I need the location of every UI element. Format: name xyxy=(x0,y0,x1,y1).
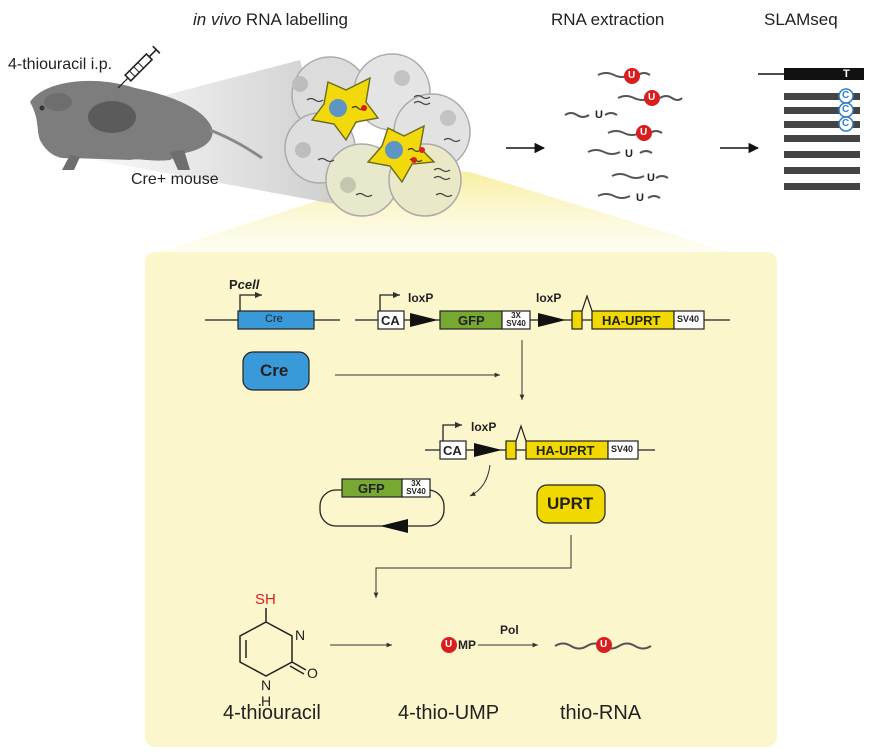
loxp-site-2 xyxy=(538,313,566,327)
sv40-label-recombined: SV40 xyxy=(611,444,634,454)
mouse-label: Cre+ mouse xyxy=(131,171,219,188)
c-label-2: C xyxy=(842,104,850,115)
ring-nh-h-label: H xyxy=(261,693,272,709)
u-label-plain-2: U xyxy=(625,148,633,160)
c-label-3: C xyxy=(842,118,850,129)
gfp-label: GFP xyxy=(458,313,485,328)
u-label-plain-1: U xyxy=(595,109,603,121)
ring-o-label: O xyxy=(307,665,318,681)
intron-splice xyxy=(581,294,593,312)
ump-u-letter: U xyxy=(445,639,453,650)
ca-label: CA xyxy=(381,313,400,328)
u-label-plain-3: U xyxy=(647,172,655,184)
cre-gene-label: Cre xyxy=(265,313,283,325)
loxp-site-recombined xyxy=(474,443,502,457)
sv40-box xyxy=(673,310,705,330)
gfp-tag-label-excised: 3X SV40 xyxy=(404,479,428,497)
rna-extraction-strands xyxy=(564,72,683,199)
uprt-catalysis-arrow xyxy=(373,535,572,598)
sv40-label: SV40 xyxy=(677,314,700,324)
loxp-label-2: loxP xyxy=(536,291,562,305)
intron-splice-recombined xyxy=(515,424,527,442)
zoom-funnel xyxy=(150,170,740,255)
stage-title-labelling-rest: RNA labelling xyxy=(245,10,348,29)
u-label-red-2: U xyxy=(648,92,656,103)
thio-u-markers xyxy=(624,68,660,141)
ca-box-recombined xyxy=(439,440,467,460)
injection-label: 4-thiouracil i.p. xyxy=(8,56,113,73)
mouse-illustration xyxy=(30,80,263,170)
ha-uprt-label-recombined: HA-UPRT xyxy=(536,443,595,458)
thiouracil-label: 4-thiouracil xyxy=(223,702,321,724)
ring-nh-n-label: N xyxy=(261,677,272,693)
promoter-arrow-recombined xyxy=(442,421,462,442)
promoter-arrow-cre xyxy=(239,291,262,312)
excision-arrow xyxy=(469,464,491,497)
promoter-p: P xyxy=(229,277,238,292)
sh-label: SH xyxy=(255,591,276,608)
sv40-box-recombined xyxy=(607,440,639,460)
loxp-label-1: loxP xyxy=(408,291,434,305)
loxp-site-excised xyxy=(380,519,408,533)
thio-rna-label: thio-RNA xyxy=(560,702,642,724)
syringe-icon xyxy=(117,45,161,89)
stage-title-labelling: in vivo RNA labelling xyxy=(193,11,348,28)
thio-ump-label: 4-thio-UMP xyxy=(398,702,500,724)
uprt-protein-label: UPRT xyxy=(547,494,594,513)
pol-label: Pol xyxy=(500,623,519,637)
ring-n-label: N xyxy=(295,627,306,643)
stage-title-slamseq: SLAMseq xyxy=(764,10,838,29)
ha-uprt-label: HA-UPRT xyxy=(602,313,661,328)
thio-ump-u-circle xyxy=(441,637,457,653)
gfp-3x-sv40-box-excised xyxy=(401,478,431,498)
loxp-label-recombined: loxP xyxy=(471,420,497,434)
u-label-red-3: U xyxy=(640,127,648,138)
slamseq-reads xyxy=(758,68,864,190)
uprt-protein xyxy=(536,484,606,524)
tag-3x: 3X xyxy=(511,311,521,320)
promoter-pcell-label: Pcell xyxy=(229,278,259,291)
loxp-site-1 xyxy=(410,313,438,327)
ca-label-recombined: CA xyxy=(443,443,462,458)
cre-protein xyxy=(242,351,310,391)
ca-box xyxy=(377,310,405,330)
cre-protein-label: Cre xyxy=(260,361,289,380)
thio-rna-u-circle xyxy=(596,637,612,653)
u-label-red-1: U xyxy=(628,70,636,81)
stage-title-extraction: RNA extraction xyxy=(551,10,665,29)
gfp-tag-label: 3X SV40 xyxy=(504,311,528,329)
c-label-1: C xyxy=(842,90,850,101)
promoter-cell: cell xyxy=(237,277,260,292)
reference-t-label: T xyxy=(843,68,850,80)
promoter-arrow-ca xyxy=(379,291,400,311)
stage-title-labelling-italic: in vivo xyxy=(193,10,242,29)
uprt-exon-small xyxy=(571,310,583,330)
gfp-3x-sv40-box xyxy=(501,310,531,330)
u-label-plain-4: U xyxy=(636,192,644,204)
thiouracil-structure xyxy=(239,608,307,677)
ump-mp-label: MP xyxy=(458,638,476,652)
uprt-exon-small-recombined xyxy=(505,440,517,460)
tag-sv40: SV40 xyxy=(506,319,526,329)
cre-gene-box xyxy=(237,310,315,330)
gfp-label-excised: GFP xyxy=(358,481,385,496)
tag-sv40-excised: SV40 xyxy=(406,487,426,497)
tag-3x-excised: 3X xyxy=(411,479,421,488)
cell-cluster xyxy=(284,53,471,217)
rna-u-letter: U xyxy=(600,639,608,650)
